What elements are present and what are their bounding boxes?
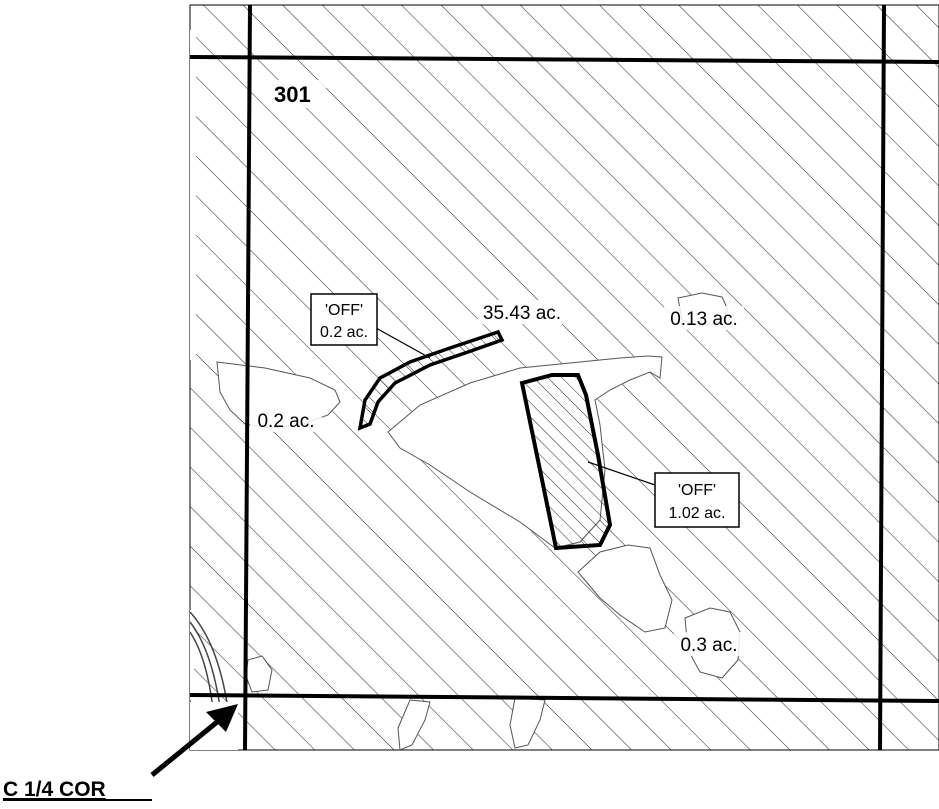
- area-label-bottom-right: 0.3 ac.: [680, 635, 737, 656]
- left-strip-gap-top: [190, 30, 196, 360]
- callout-large-off-status: 'OFF': [678, 482, 716, 499]
- off-area-large: [519, 373, 613, 551]
- leader-line-large-off: [587, 461, 656, 486]
- callout-large-off-area: 1.02 ac.: [669, 505, 726, 522]
- label-bg: [250, 408, 322, 432]
- section-line-right: [878, 4, 886, 751]
- leader-line-small-off: [375, 327, 431, 359]
- label-bg: [478, 300, 566, 324]
- callout-box-small-off: [310, 293, 378, 346]
- section-line-left: [243, 4, 252, 751]
- callout-box-large-off: [654, 472, 740, 528]
- label-bg: [664, 306, 744, 330]
- bottom-strip-piece-left: [397, 699, 431, 750]
- parcel-main-area-label: 35.43 ac.: [483, 303, 561, 324]
- callout-small-off-area: 0.2 ac.: [320, 324, 368, 341]
- area-label-small-top-right: 0.13 ac.: [670, 309, 738, 330]
- left-strip-gap-bottom: [190, 610, 194, 700]
- bottom-strip-piece-right: [509, 697, 546, 749]
- section-line-bottom: [189, 693, 939, 703]
- label-bg: [674, 632, 744, 656]
- corner-arrow-icon: [150, 704, 238, 777]
- off-area-small: [357, 329, 505, 431]
- callout-small-off-status: 'OFF': [325, 302, 363, 319]
- section-line-top: [189, 55, 939, 64]
- corner-label: C 1/4 COR: [3, 778, 106, 801]
- lower-unhatched-polygon: [577, 544, 673, 633]
- label-bg: [270, 80, 326, 108]
- area-label-left: 0.2 ac.: [257, 411, 314, 432]
- section-number: 301: [274, 82, 311, 107]
